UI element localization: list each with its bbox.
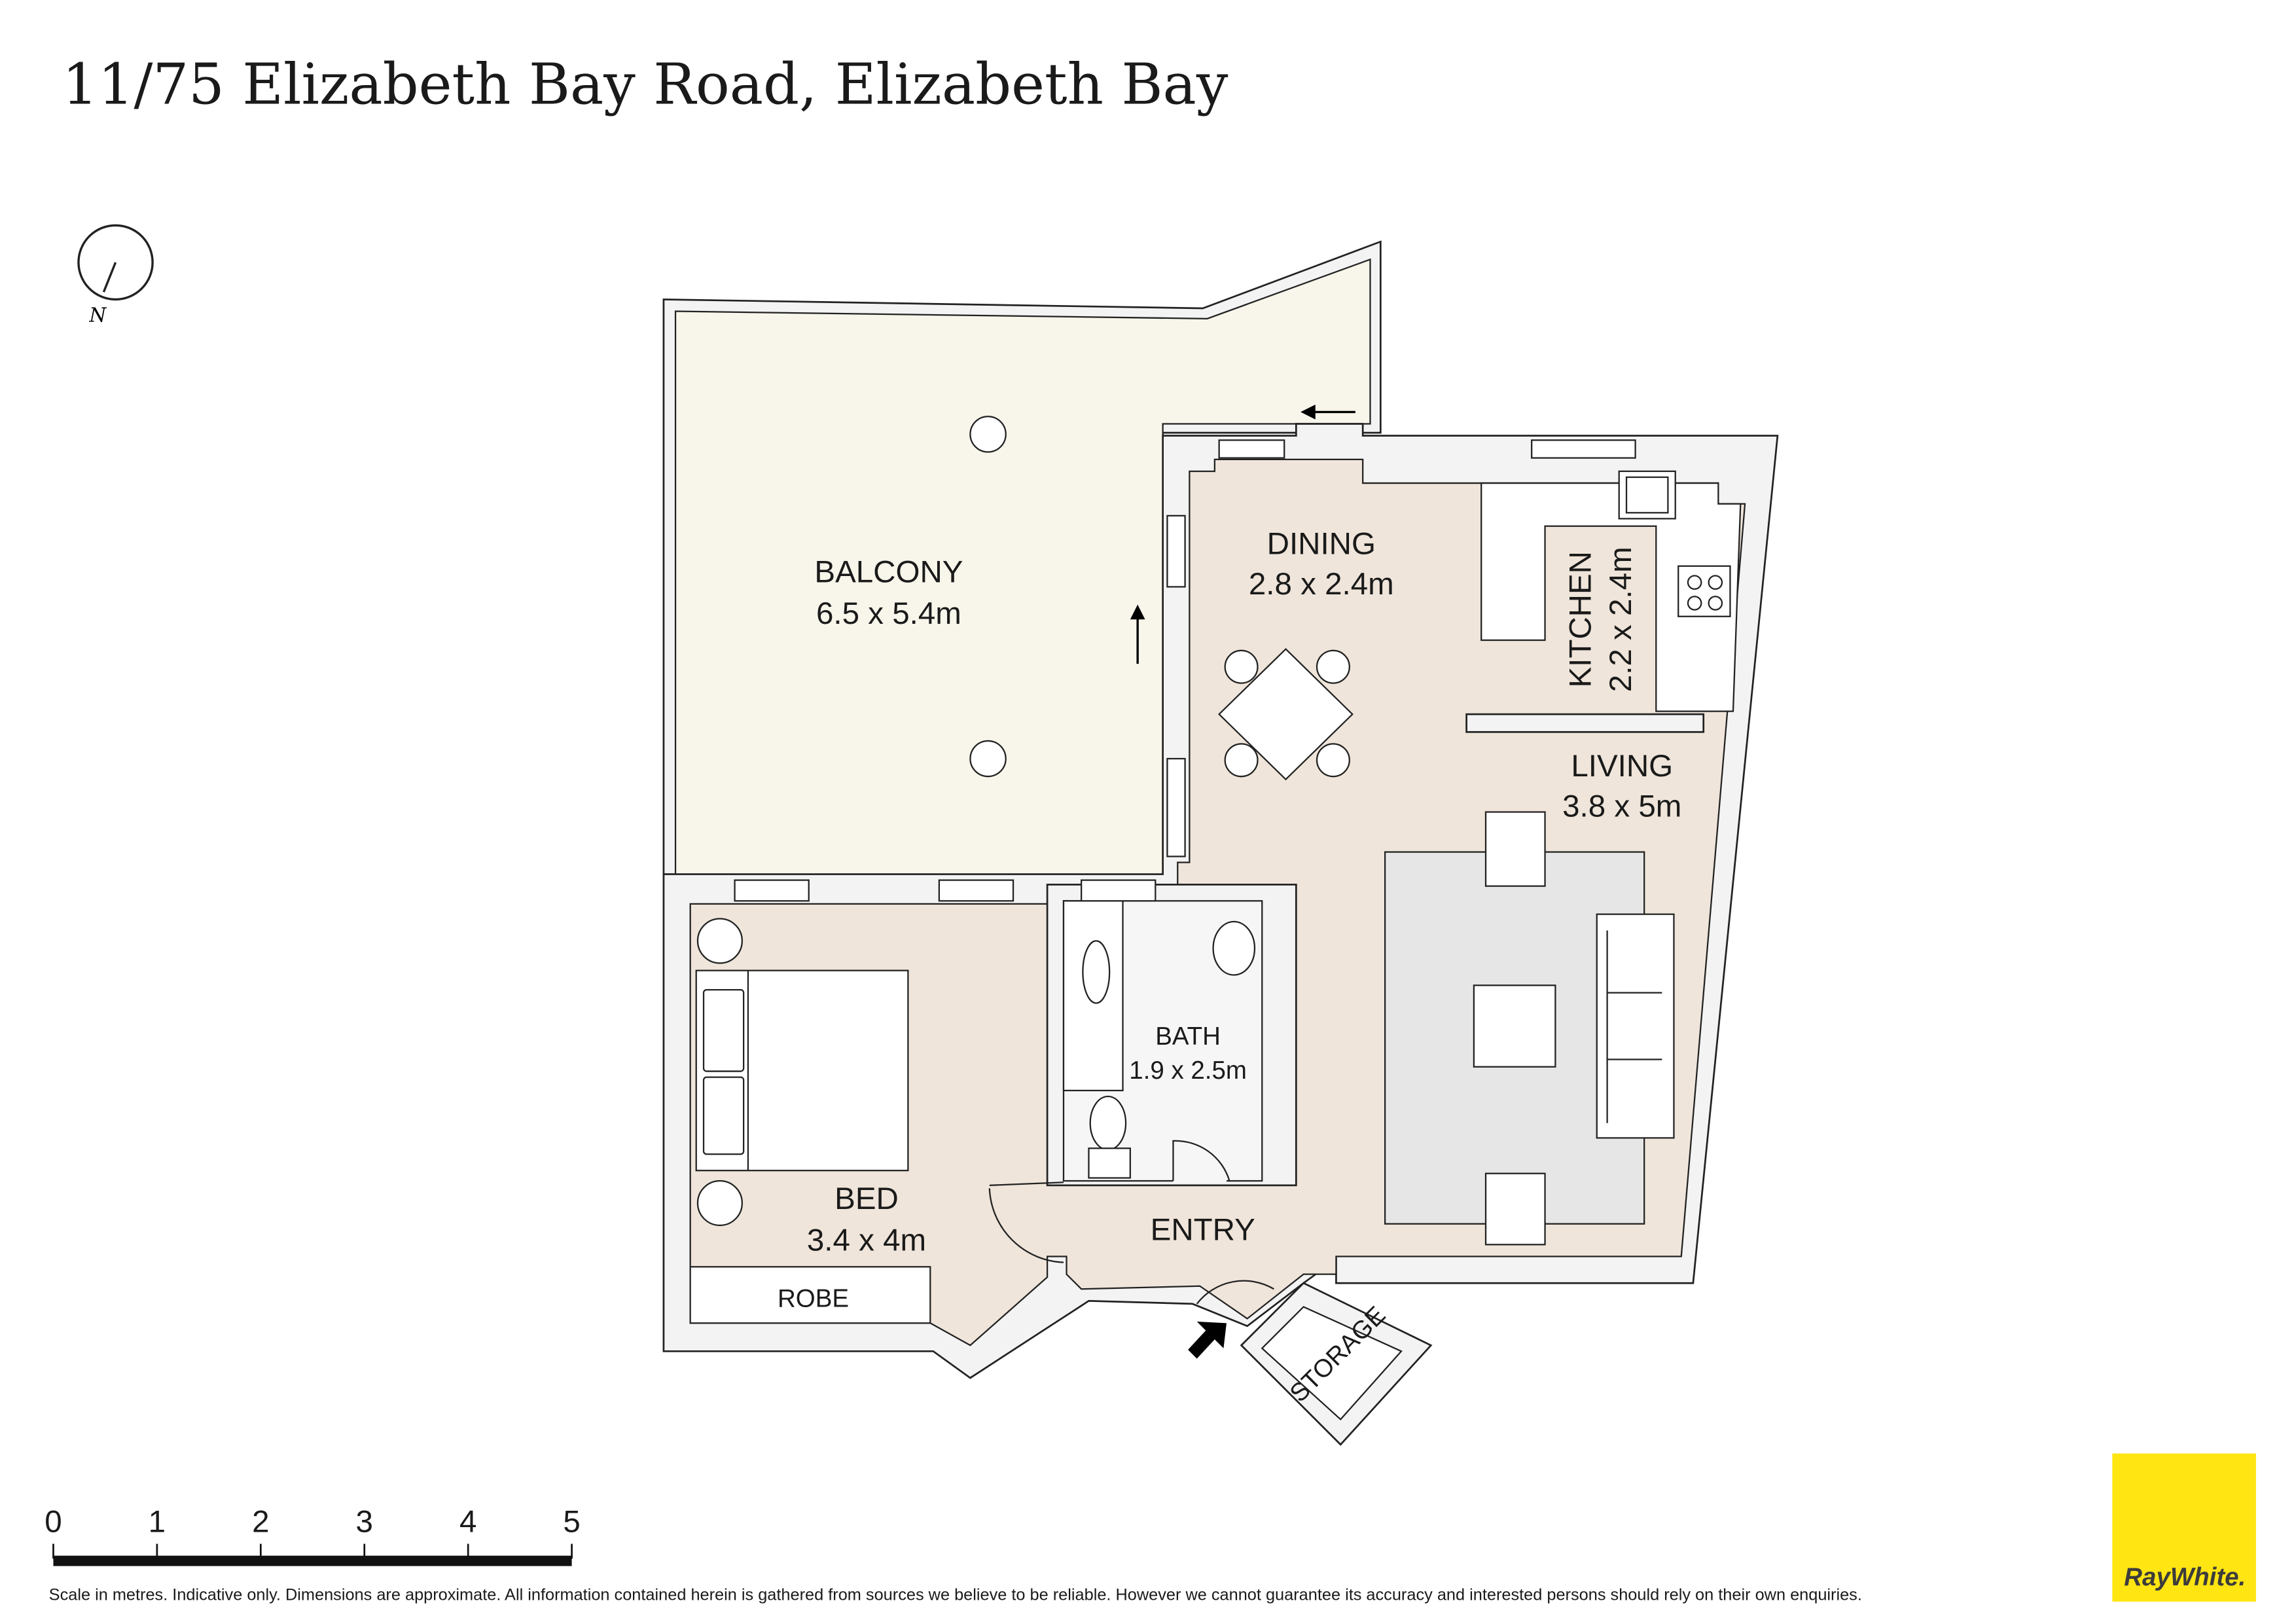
windows xyxy=(734,439,1636,902)
robe-label: ROBE xyxy=(778,1284,849,1312)
robe xyxy=(689,1266,931,1324)
storage: STORAGE xyxy=(1240,1282,1433,1446)
scale-label: 4 xyxy=(459,1504,476,1539)
dining-label: DINING xyxy=(1267,527,1376,562)
balcony-area xyxy=(662,240,1382,875)
scale-label: 2 xyxy=(252,1504,269,1539)
armchair xyxy=(1484,1172,1546,1246)
basin-icon xyxy=(1212,920,1256,976)
living-label: LIVING xyxy=(1571,749,1673,784)
bed-size: 3.4 x 4m xyxy=(807,1223,926,1257)
arrow-left-icon xyxy=(1300,405,1355,420)
scale-label: 5 xyxy=(563,1504,580,1539)
ray-white-logo: RayWhite. xyxy=(2112,1453,2256,1602)
dining-size: 2.8 x 2.4m xyxy=(1249,567,1394,602)
north-compass-icon: N xyxy=(77,224,154,326)
bath-size: 1.9 x 2.5m xyxy=(1129,1056,1247,1085)
kitchen-size: 2.2 x 2.4m xyxy=(1604,547,1638,692)
entry-label: ENTRY xyxy=(1151,1213,1255,1248)
page-title: 11/75 Elizabeth Bay Road, Elizabeth Bay xyxy=(62,52,1229,118)
toilet-icon xyxy=(1089,1095,1127,1151)
nightstand xyxy=(696,1180,744,1227)
bath-room xyxy=(1046,884,1297,1187)
bedroom-door[interactable] xyxy=(988,1182,1064,1263)
nightstand xyxy=(696,918,744,964)
arrow-up-icon xyxy=(1130,604,1145,664)
scale-label: 0 xyxy=(45,1504,62,1539)
bed-furniture xyxy=(695,918,909,1227)
compass-north-label: N xyxy=(89,304,107,326)
kitchen-counters xyxy=(1465,470,1742,733)
disclaimer: Scale in metres. Indicative only. Dimens… xyxy=(49,1586,1862,1604)
coffee-table xyxy=(1473,984,1556,1068)
living-furniture xyxy=(1384,811,1675,1246)
column-icon xyxy=(969,740,1007,778)
bath-label: BATH xyxy=(1155,1022,1221,1051)
kitchen-label: KITCHEN xyxy=(1564,551,1598,688)
balcony-size: 6.5 x 5.4m xyxy=(816,596,961,631)
dining-table xyxy=(1218,647,1354,781)
cooktop-icon xyxy=(1677,565,1731,617)
scale-label: 1 xyxy=(149,1504,166,1539)
bed-label: BED xyxy=(834,1182,899,1216)
sofa xyxy=(1596,913,1675,1139)
scale-label: 3 xyxy=(356,1504,373,1539)
balcony-label: BALCONY xyxy=(814,555,963,590)
living-size: 3.8 x 5m xyxy=(1562,789,1681,823)
door-swing xyxy=(1172,1140,1230,1182)
logo-text: RayWhite. xyxy=(2124,1563,2246,1591)
entry-door[interactable] xyxy=(1196,1280,1274,1305)
basin-icon xyxy=(1082,940,1111,1004)
entry-arrow-icon xyxy=(1188,1322,1227,1359)
scale-bar: 0 1 2 3 4 5 xyxy=(45,1504,581,1566)
armchair xyxy=(1484,811,1546,887)
column-icon xyxy=(969,416,1007,453)
